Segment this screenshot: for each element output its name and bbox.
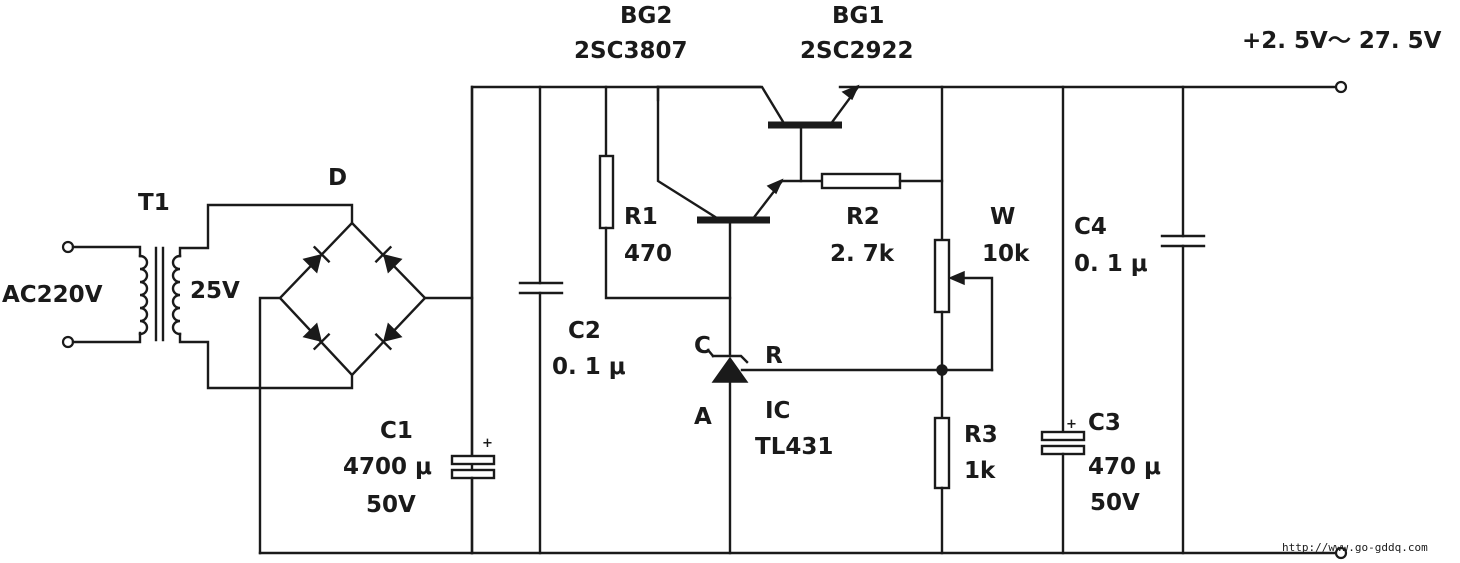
- bg1-ref-label: BG1: [832, 3, 885, 29]
- capacitor-c2: [518, 85, 564, 555]
- transformer-ref-label: T1: [138, 190, 170, 216]
- r1-ref-label: R1: [624, 204, 658, 230]
- capacitor-c3: +: [1040, 85, 1086, 555]
- r1-value-label: 470: [624, 241, 673, 267]
- svg-text:+: +: [482, 436, 493, 451]
- w-value-label: 10k: [982, 241, 1030, 267]
- c1-ref-label: C1: [380, 418, 413, 444]
- ic-pin-a-label: A: [694, 404, 712, 430]
- output-negative-terminal: [1334, 546, 1348, 560]
- ic-ref-label: IC: [765, 398, 791, 424]
- input-voltage-label: AC220V: [2, 282, 103, 308]
- c1-rating-label: 50V: [366, 492, 416, 518]
- w-ref-label: W: [990, 204, 1016, 230]
- output-positive-terminal: [1334, 80, 1348, 94]
- bg1-part-label: 2SC2922: [800, 38, 914, 64]
- bridge-rectifier-d: [258, 221, 474, 555]
- ic-part-label: TL431: [755, 434, 834, 460]
- c3-value-label: 470 μ: [1088, 454, 1161, 480]
- c4-value-label: 0. 1 μ: [1074, 251, 1148, 277]
- c1-value-label: 4700 μ: [343, 454, 432, 480]
- bridge-ref-label: D: [328, 165, 348, 191]
- ic-pin-r-label: R: [765, 343, 783, 369]
- transformer-t1: [138, 203, 354, 390]
- resistor-r3: [933, 416, 951, 555]
- potentiometer-w: [933, 85, 994, 420]
- transistor-bg1: [656, 84, 860, 183]
- ac-input: [61, 240, 142, 349]
- bg2-ref-label: BG2: [620, 3, 673, 29]
- c2-ref-label: C2: [568, 318, 601, 344]
- c3-rating-label: 50V: [1090, 490, 1140, 516]
- svg-text:+: +: [1066, 417, 1077, 432]
- capacitor-c1: +: [450, 85, 496, 555]
- c4-ref-label: C4: [1074, 214, 1107, 240]
- ic-pin-c-label: C: [694, 333, 711, 359]
- shunt-regulator-ic: [706, 348, 994, 555]
- output-range-label: +2. 5V～ 27. 5V: [1242, 28, 1442, 54]
- r3-value-label: 1k: [964, 458, 996, 484]
- transformer-secondary-label: 25V: [190, 278, 240, 304]
- c3-ref-label: C3: [1088, 410, 1121, 436]
- watermark: http://www.go-gddq.com: [1282, 541, 1428, 554]
- transistor-bg2: [656, 85, 824, 357]
- c2-value-label: 0. 1 μ: [552, 354, 626, 380]
- r2-value-label: 2. 7k: [830, 241, 895, 267]
- bg2-part-label: 2SC3807: [574, 38, 688, 64]
- r2-ref-label: R2: [846, 204, 880, 230]
- resistor-r1: [598, 85, 732, 300]
- capacitor-c4: [1160, 85, 1206, 555]
- r3-ref-label: R3: [964, 422, 998, 448]
- resistor-r2: [820, 172, 944, 190]
